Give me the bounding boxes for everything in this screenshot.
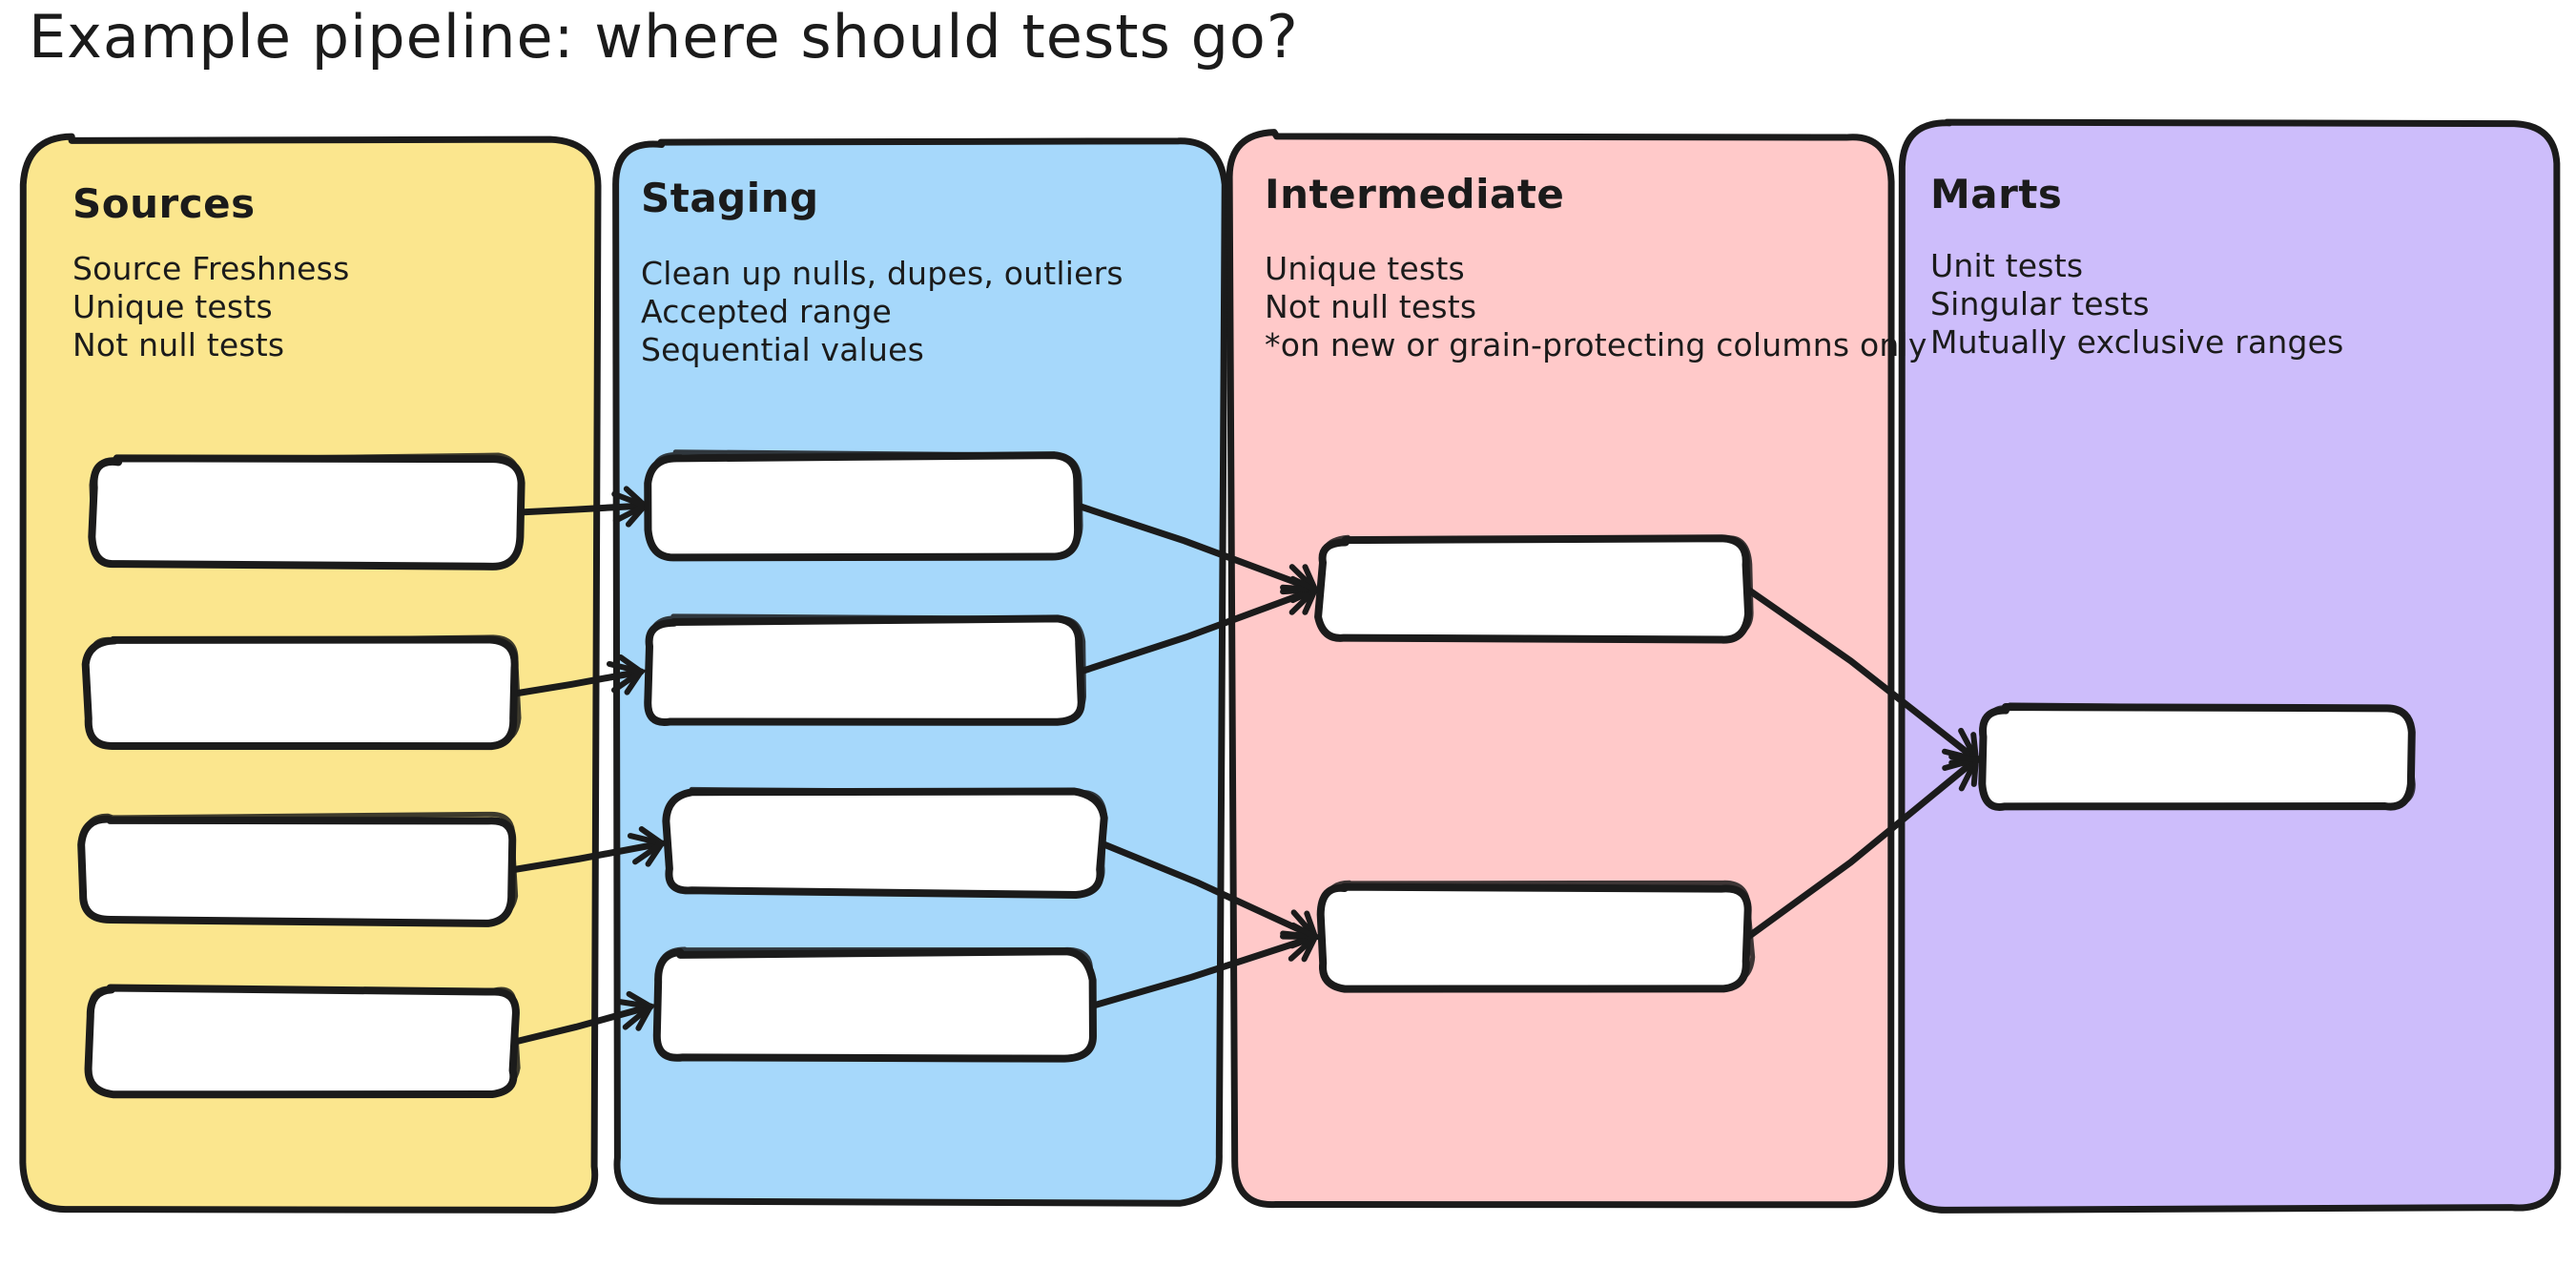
source-node-4[interactable] (84, 984, 521, 1099)
edge-source2-staging2-line (511, 668, 645, 697)
edge-source2-staging2 (511, 654, 649, 697)
panel-sources-heading: Sources (72, 180, 256, 227)
panel-staging-line-2: Accepted range (641, 293, 892, 330)
panel-marts-heading: Marts (1930, 171, 2062, 218)
source-node-4-box[interactable] (84, 984, 520, 1099)
marts-node-1-box[interactable] (1978, 703, 2416, 811)
edge-source4-staging4 (511, 990, 658, 1046)
source-node-1-box[interactable] (88, 454, 526, 571)
edge-staging2-intermediate1-line (1077, 586, 1319, 675)
source-node-3-box[interactable] (77, 815, 517, 927)
panel-marts-line-2: Singular tests (1930, 285, 2150, 322)
edge-source2-staging2-arrowhead-sketch (617, 654, 646, 695)
source-node-1[interactable] (88, 452, 526, 571)
edges-layer (507, 486, 1982, 1046)
edge-staging4-intermediate2-line (1086, 933, 1319, 1010)
staging-node-1[interactable] (644, 449, 1083, 562)
edge-intermediate1-marts1-line (1744, 586, 1980, 763)
panel-staging-heading: Staging (641, 175, 819, 221)
intermediate-node-1-box[interactable] (1314, 534, 1753, 644)
edge-source3-staging3-line (507, 840, 666, 874)
edge-staging2-intermediate1 (1077, 575, 1322, 675)
edge-source4-staging4-line (511, 1003, 654, 1046)
panel-sources-line-3: Not null tests (72, 326, 284, 363)
intermediate-node-2-box[interactable] (1316, 882, 1752, 993)
source-node-3[interactable] (77, 811, 519, 927)
intermediate-node-2[interactable] (1316, 880, 1756, 993)
staging-node-2[interactable] (644, 613, 1086, 726)
page-title: Example pipeline: where should tests go? (29, 2, 1299, 72)
source-node-2[interactable] (81, 634, 522, 751)
edge-source4-staging4-arrowhead-sketch (626, 990, 655, 1031)
edge-staging3-intermediate2-line (1098, 840, 1319, 941)
edge-intermediate2-marts1-arrowhead-sketch (1948, 754, 1980, 787)
edge-intermediate2-marts1-line (1744, 756, 1980, 941)
panel-intermediate-line-3: *on new or grain-protecting columns only (1265, 326, 1927, 363)
panel-staging-line-3: Sequential values (641, 331, 924, 368)
panel-staging-line-1: Clean up nulls, dupes, outliers (641, 255, 1123, 292)
edge-intermediate2-marts1 (1744, 754, 1982, 941)
panel-marts-line-3: Mutually exclusive ranges (1930, 323, 2344, 361)
panel-marts-background (1898, 118, 2562, 1214)
marts-node-1[interactable] (1978, 702, 2416, 811)
panel-sources-line-2: Unique tests (72, 288, 273, 325)
edge-staging4-intermediate2-arrowhead-sketch (1289, 922, 1319, 963)
staging-node-3[interactable] (662, 786, 1108, 900)
staging-node-3-box[interactable] (662, 787, 1108, 900)
edge-source3-staging3-arrowhead-sketch (638, 826, 667, 867)
panel-marts (1898, 118, 2562, 1214)
panel-intermediate-line-1: Unique tests (1265, 250, 1465, 287)
edge-staging4-intermediate2 (1086, 922, 1322, 1010)
panel-marts-line-1: Unit tests (1930, 247, 2083, 284)
panel-intermediate-heading: Intermediate (1265, 171, 1564, 218)
edge-source1-staging1-line (515, 502, 649, 516)
edge-staging1-intermediate1-line (1074, 502, 1319, 593)
edge-source3-staging3 (507, 826, 670, 874)
nodes-layer (77, 449, 2416, 1099)
source-node-2-box[interactable] (81, 635, 519, 751)
staging-node-4[interactable] (652, 946, 1097, 1063)
panel-intermediate-line-2: Not null tests (1265, 288, 1476, 325)
staging-node-4-box[interactable] (652, 947, 1097, 1063)
staging-node-1-box[interactable] (644, 451, 1082, 562)
panel-sources-line-1: Source Freshness (72, 250, 349, 287)
staging-node-2-box[interactable] (644, 614, 1085, 726)
edge-staging2-intermediate1-arrowhead-sketch (1289, 575, 1319, 615)
intermediate-node-1[interactable] (1314, 534, 1754, 644)
